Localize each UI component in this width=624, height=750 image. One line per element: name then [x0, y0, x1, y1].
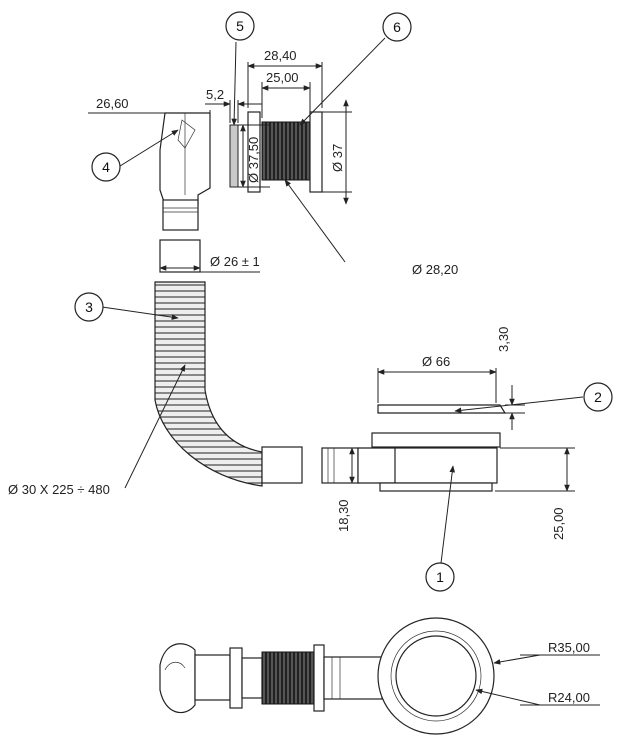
svg-text:2: 2 [594, 389, 602, 405]
svg-text:5: 5 [236, 18, 244, 34]
balloon-2: 2 [583, 382, 613, 412]
dim-66: Ø 66 [422, 354, 450, 369]
dim-37-50: Ø 37,50 [246, 137, 261, 183]
part-6-threaded-nut [247, 111, 323, 193]
dim-28-20: Ø 28,20 [412, 262, 458, 277]
svg-text:4: 4 [102, 159, 110, 175]
dim-5-2: 5,2 [206, 87, 224, 102]
balloon-3: 3 [74, 292, 104, 322]
svg-text:1: 1 [436, 569, 444, 585]
dim-r35: R35,00 [548, 640, 590, 655]
dim-18-30: 18,30 [336, 499, 351, 532]
part-5-washer [229, 124, 239, 188]
balloon-5: 5 [225, 11, 255, 41]
part-1-body [321, 432, 501, 492]
part-3-flex-hose [154, 239, 303, 487]
dim-26-60: 26,60 [96, 96, 129, 111]
balloon-6: 6 [382, 12, 412, 42]
balloon-leaders [101, 37, 584, 564]
dim-3-30: 3,30 [496, 327, 511, 352]
dim-28-40: 28,40 [264, 48, 297, 63]
part-4-elbow [159, 112, 211, 231]
dim-25-00-top: 25,00 [266, 70, 299, 85]
svg-text:6: 6 [393, 19, 401, 35]
part-2-grate [377, 404, 507, 414]
dimension-lines [88, 62, 600, 706]
assembly-top-view [159, 617, 495, 735]
balloon-1: 1 [425, 562, 455, 592]
dim-hose: Ø 30 X 225 ÷ 480 [8, 482, 110, 497]
dim-37: Ø 37 [330, 144, 345, 172]
dim-r24: R24,00 [548, 690, 590, 705]
dim-26-tol: Ø 26 ± 1 [210, 254, 260, 269]
svg-text:3: 3 [85, 299, 93, 315]
dimension-labels: 28,40 25,00 5,2 26,60 Ø 37,50 Ø 37 Ø 26 … [8, 48, 590, 705]
dim-25-00-side: 25,00 [551, 507, 566, 540]
balloon-4: 4 [91, 152, 121, 182]
